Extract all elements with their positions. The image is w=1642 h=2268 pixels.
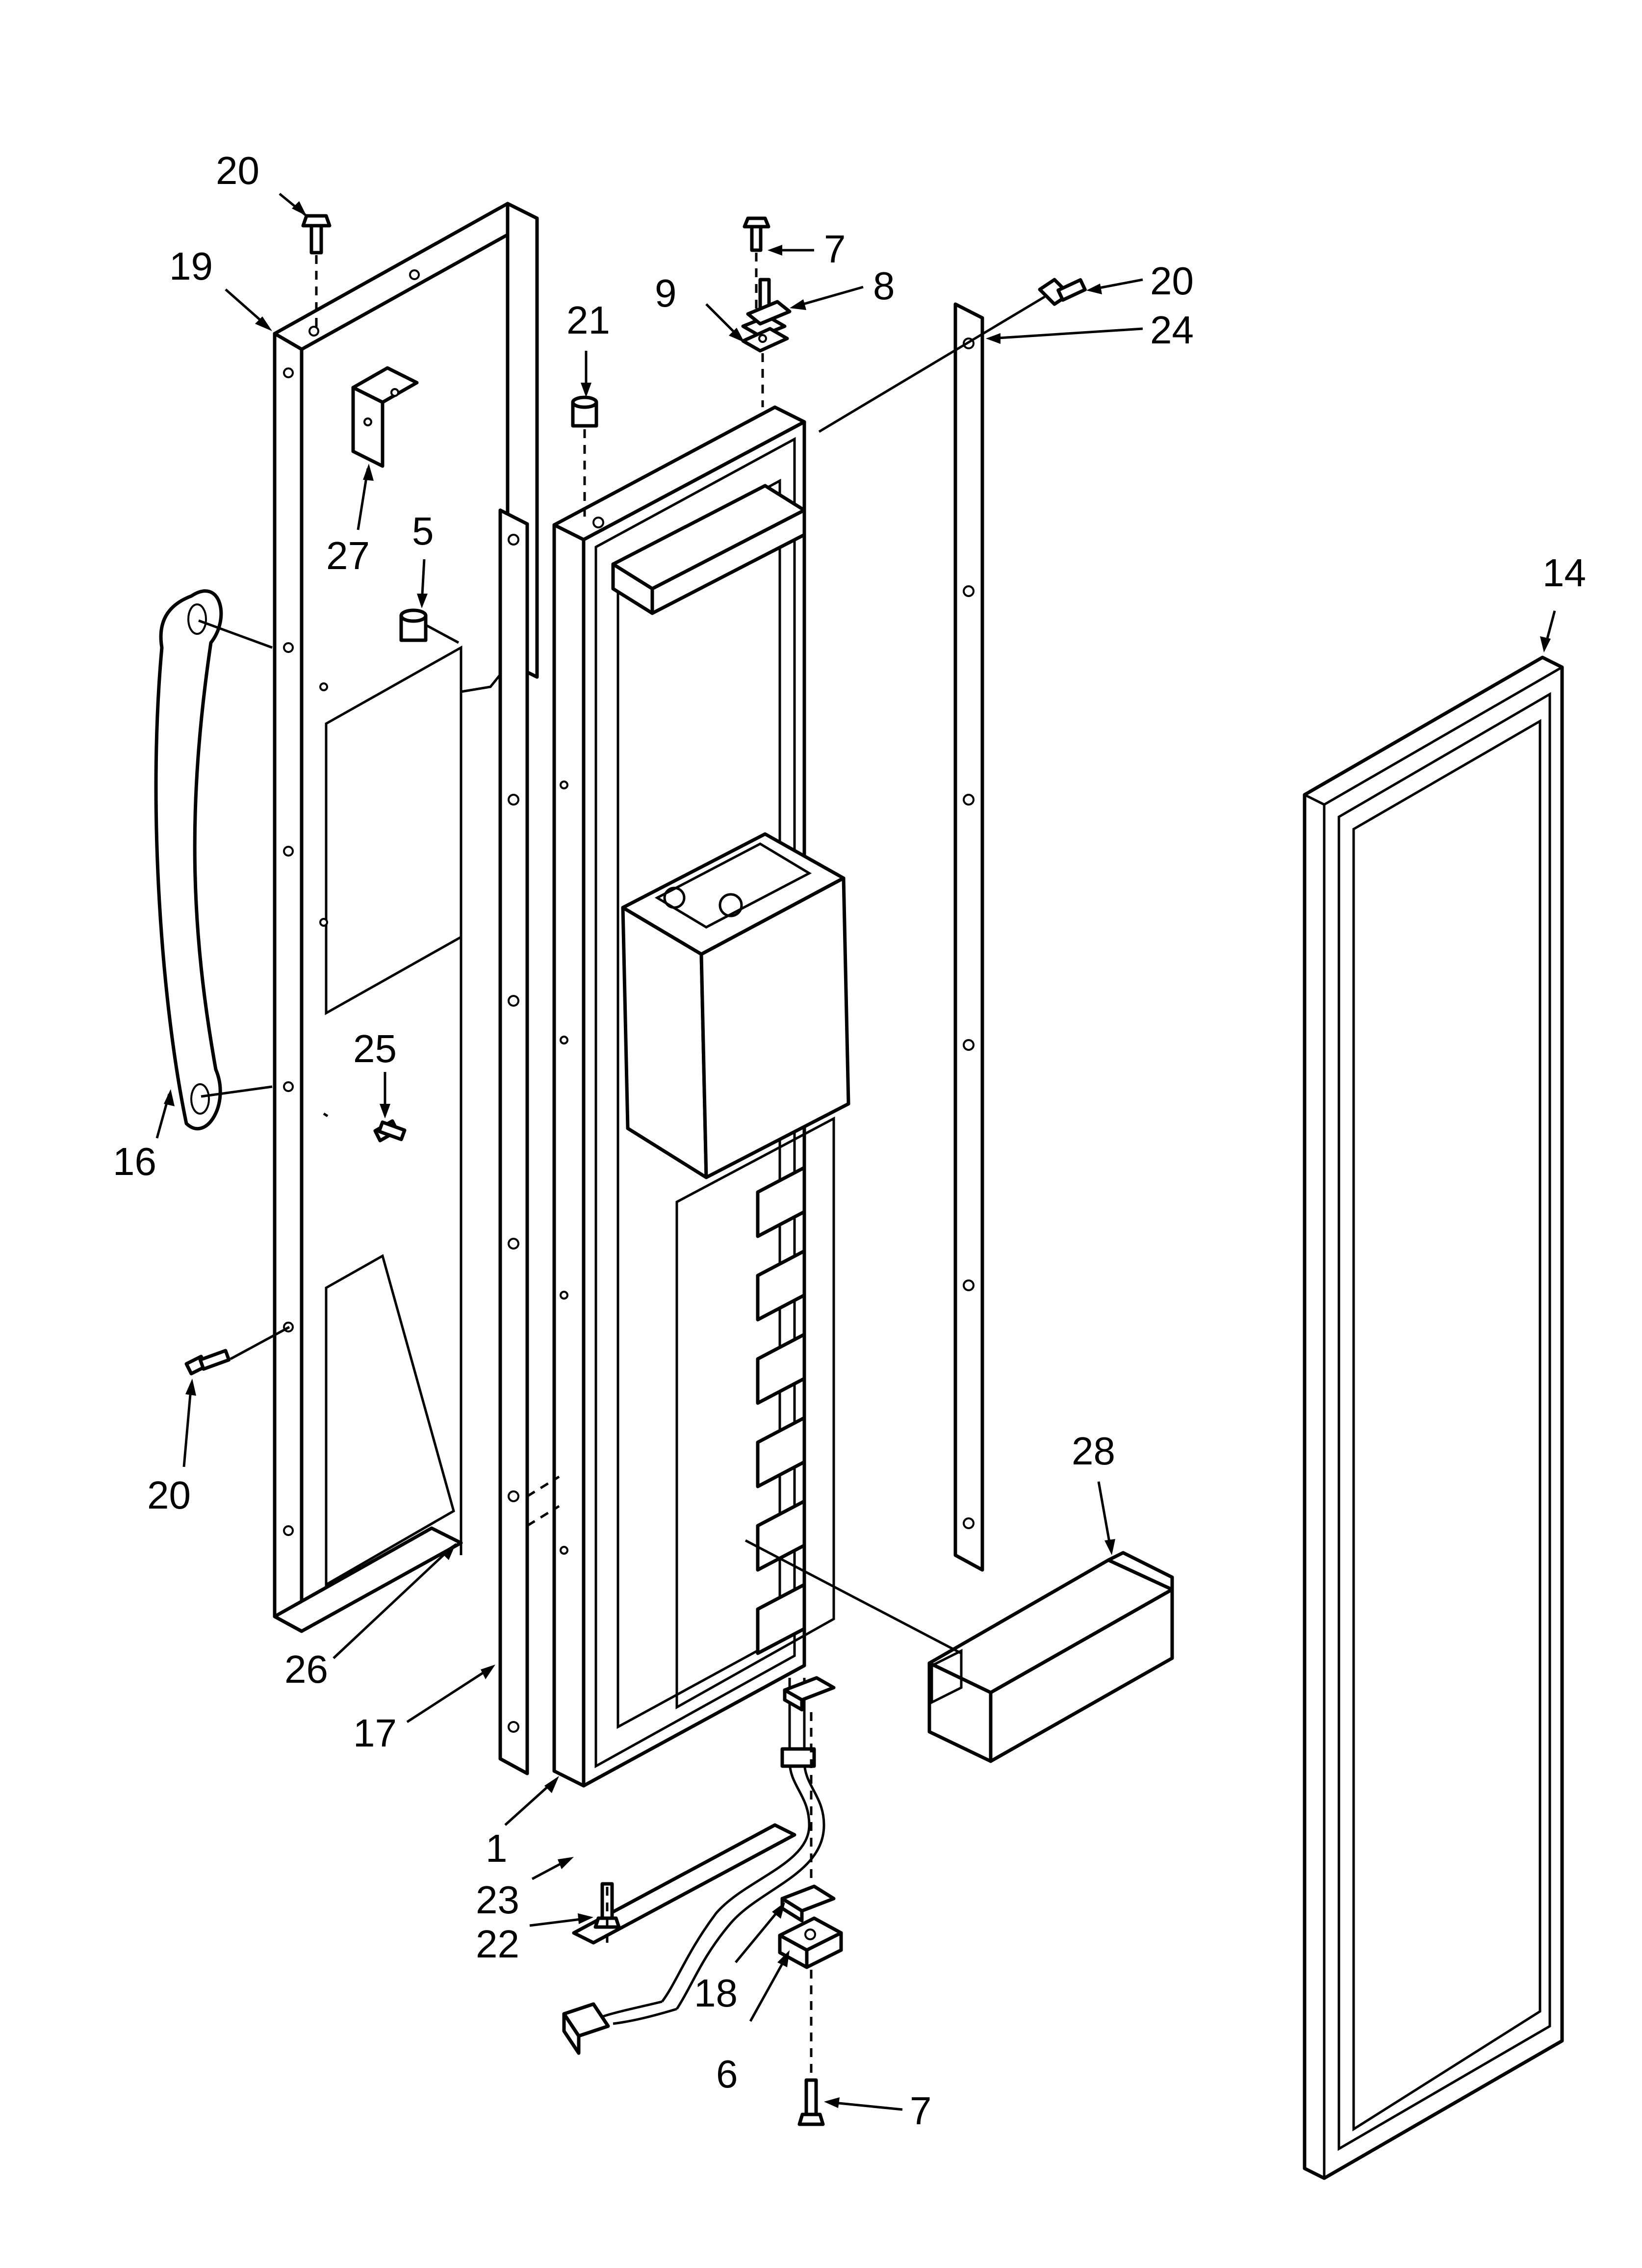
callout-24: 24 [1150, 308, 1194, 352]
screw-part-20-lower-left [184, 1349, 231, 1376]
callout-27: 27 [326, 534, 370, 577]
callout-26: 26 [284, 1647, 328, 1691]
callout-23: 23 [476, 1878, 519, 1922]
callout-25: 25 [353, 1027, 397, 1070]
callout-leaders [155, 193, 1556, 2111]
water-tube-and-harness [562, 1678, 825, 2055]
handle-part-16 [154, 589, 223, 1131]
door-frame-part-19 [273, 202, 539, 1633]
screw-part-7-bottom [797, 2078, 825, 2126]
door-assembly-part-1 [552, 405, 850, 1788]
hinge-part-6 [778, 1916, 843, 1969]
callout-7-bottom: 7 [910, 2089, 932, 2133]
hinge-shim-part-9 [741, 327, 789, 353]
callout-21: 21 [566, 298, 610, 342]
trim-strip-part-24 [953, 302, 984, 1572]
callout-28: 28 [1072, 1429, 1115, 1473]
callout-22: 22 [476, 1922, 519, 1966]
callout-labels: 20 19 27 5 16 25 20 26 17 1 23 22 21 9 7… [113, 149, 1586, 2133]
callout-20-top-right: 20 [1150, 259, 1194, 303]
callout-20-top-left: 20 [216, 149, 259, 192]
plug-part-5 [399, 608, 428, 642]
top-hinge-part-8 [741, 278, 792, 338]
callout-7-top: 7 [824, 227, 846, 271]
callout-20-lower-left: 20 [147, 1473, 191, 1517]
callout-1: 1 [486, 1826, 508, 1870]
callout-9: 9 [655, 271, 677, 315]
hinge-bracket-part-18 [780, 1884, 836, 1923]
door-shelf-tabs [756, 1166, 806, 1655]
screw-part-25 [373, 1119, 407, 1143]
bracket-part-27 [351, 366, 419, 468]
callout-5: 5 [412, 509, 434, 553]
callout-14: 14 [1542, 551, 1586, 595]
screw-part-20-top-left [301, 214, 332, 255]
trim-strip-part-17 [498, 508, 529, 1775]
screw-part-7-top [743, 216, 770, 252]
assembly-guide-lines [198, 253, 1046, 2078]
callout-17: 17 [353, 1711, 397, 1755]
callout-18: 18 [694, 1971, 738, 2015]
callout-8: 8 [873, 264, 895, 308]
door-bin-part-28 [927, 1551, 1174, 1763]
callout-16: 16 [113, 1140, 156, 1183]
screw-part-22 [593, 1882, 621, 1929]
liner-sheet-part-26 [460, 674, 501, 1555]
plug-part-21 [571, 395, 598, 428]
door-gasket-part-14 [1303, 655, 1564, 2180]
callout-19: 19 [169, 244, 213, 288]
screw-part-20-top-right [1038, 278, 1087, 306]
bottom-hinge-plate [783, 1676, 836, 1712]
callout-6: 6 [716, 2052, 738, 2096]
